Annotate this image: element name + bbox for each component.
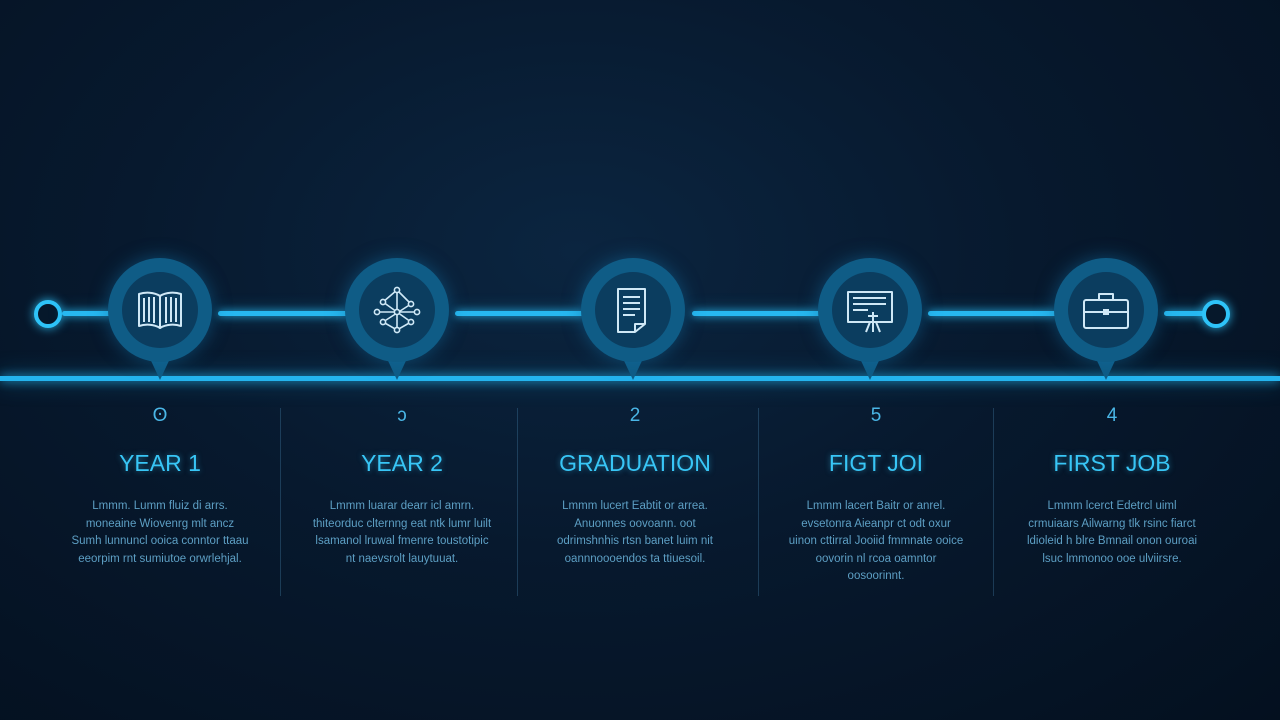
- column-divider: [758, 408, 759, 596]
- milestone-pin-4: [818, 258, 922, 390]
- pin-inner: [832, 272, 908, 348]
- milestone-number: 4: [1106, 405, 1118, 426]
- milestone-pin-2: [345, 258, 449, 390]
- milestone-description: Lmmm lacert Baitr or anrel. evsetonra Ai…: [788, 500, 964, 583]
- milestone-column-5: 4 FIRST JOB Lmmm lcerct Edetrcl uiml crm…: [994, 400, 1230, 600]
- milestone-number: 5: [870, 405, 882, 426]
- document-icon: [617, 288, 646, 333]
- timeline-connector: [928, 311, 1058, 316]
- briefcase-icon: [1083, 293, 1129, 329]
- timeline-connector: [62, 311, 112, 316]
- milestone-number: ɔ: [397, 405, 407, 426]
- timeline-connector: [1164, 311, 1206, 316]
- milestone-pin-5: [1054, 258, 1158, 390]
- milestone-column-4: 5 FIGT JOI Lmmm lacert Baitr or anrel. e…: [758, 400, 994, 600]
- milestone-number: 2: [629, 405, 641, 426]
- timeline-connector: [692, 311, 822, 316]
- milestone-description: Lmmm luarar dearr icl amrn. thiteorduc c…: [312, 500, 492, 565]
- timeline-end-node: [1202, 300, 1230, 328]
- milestone-title: FIRST JOB: [1053, 450, 1171, 476]
- milestone-description: Lmmm lcerct Edetrcl uiml crmuiaars Ailwa…: [1026, 500, 1198, 565]
- timeline-connector: [455, 311, 585, 316]
- milestone-column-2: ɔ YEAR 2 Lmmm luarar dearr icl amrn. thi…: [284, 400, 520, 600]
- milestone-title: GRADUATION: [559, 450, 711, 476]
- timeline-start-node: [34, 300, 62, 328]
- column-divider: [517, 408, 518, 596]
- timeline-connector: [218, 311, 348, 316]
- milestone-pin-1: [108, 258, 212, 390]
- presentation-board-icon: [847, 291, 893, 333]
- milestone-column-1: ʘ YEAR 1 Lmmm. Lumm fluiz di arrs. monea…: [42, 400, 278, 600]
- milestone-description: Lmmm lucert Eabtit or arrea. Anuonnes oo…: [557, 500, 713, 565]
- milestone-title: FIGT JOI: [828, 450, 924, 476]
- milestone-pin-3: [581, 258, 685, 390]
- network-diagram-icon: [373, 286, 421, 334]
- milestone-title: YEAR 1: [119, 450, 201, 476]
- open-book-icon: [138, 291, 182, 329]
- milestone-title: YEAR 2: [361, 450, 443, 476]
- column-divider: [993, 408, 994, 596]
- milestone-column-3: 2 GRADUATION Lmmm lucert Eabtit or arrea…: [517, 400, 753, 600]
- milestone-description: Lmmm. Lumm fluiz di arrs. moneaine Wiove…: [71, 500, 249, 565]
- column-divider: [280, 408, 281, 596]
- milestone-number: ʘ: [152, 405, 168, 426]
